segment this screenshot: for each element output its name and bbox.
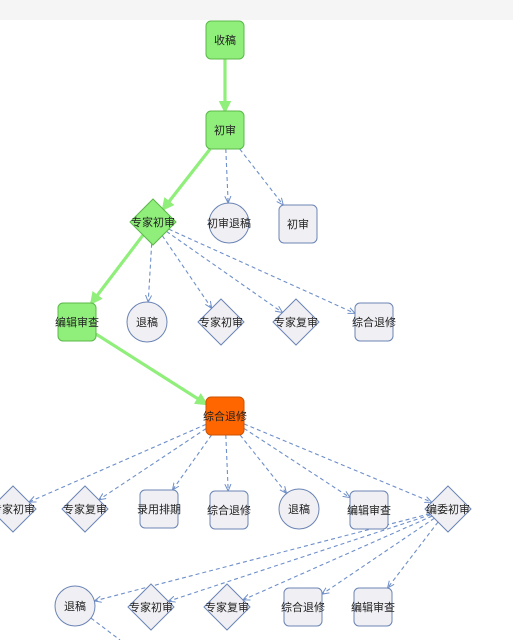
edge-n11-n12 xyxy=(29,423,207,502)
node-n21[interactable]: 专家复审 xyxy=(203,583,251,631)
diamond-shape xyxy=(61,485,109,533)
edge-n18-n22 xyxy=(322,517,435,594)
edge-n11-n18 xyxy=(243,423,432,502)
edge-n3-n8 xyxy=(161,235,211,309)
edge-n18-n21 xyxy=(243,515,433,600)
square-shape xyxy=(139,489,179,529)
node-n23[interactable]: 编辑审查 xyxy=(351,587,395,627)
node-n11[interactable]: 综合退修 xyxy=(203,396,247,436)
square-shape xyxy=(205,396,245,436)
node-n7[interactable]: 退稿 xyxy=(126,301,168,343)
node-n20[interactable]: 专家初审 xyxy=(127,583,175,631)
node-label: 收稿 xyxy=(214,33,236,47)
circle-shape xyxy=(208,202,250,244)
edge-n11-n14 xyxy=(172,434,212,490)
node-label: 综合退修 xyxy=(203,409,247,423)
diamond-shape xyxy=(203,583,251,631)
node-label: 综合退修 xyxy=(281,600,325,614)
node-label: 专家复审 xyxy=(63,502,107,516)
edge-n6-n11 xyxy=(95,332,209,406)
node-label: 编辑审查 xyxy=(351,600,395,614)
node-label: 初审退稿 xyxy=(207,216,251,230)
node-label: 初审 xyxy=(287,217,309,231)
edge-n3-n7 xyxy=(148,243,153,302)
node-n4[interactable]: 初审退稿 xyxy=(207,202,251,244)
edge-n19-offscreen xyxy=(90,617,121,640)
edge-n11-n15 xyxy=(226,434,228,491)
node-n13[interactable]: 专家复审 xyxy=(61,485,109,533)
node-n3[interactable]: 专家初审 xyxy=(129,198,177,246)
node-n19[interactable]: 退稿 xyxy=(54,585,96,627)
node-label: 退稿 xyxy=(288,502,310,516)
node-label: 专家初审 xyxy=(199,315,243,329)
node-label: 初审 xyxy=(214,123,236,137)
node-n9[interactable]: 专家复审 xyxy=(272,298,320,346)
square-shape xyxy=(354,302,394,342)
node-n22[interactable]: 综合退修 xyxy=(281,587,325,627)
node-n14[interactable]: 录用排期 xyxy=(137,489,181,529)
edge-n11-n13 xyxy=(99,428,207,500)
node-label: 专家初审 xyxy=(0,502,35,516)
diamond-shape xyxy=(129,198,177,246)
edge-n2-n4 xyxy=(226,148,228,203)
node-n2[interactable]: 初审 xyxy=(205,110,245,150)
node-label: 综合退修 xyxy=(207,503,251,517)
node-label: 编辑审查 xyxy=(55,315,99,329)
node-n1[interactable]: 收稿 xyxy=(205,20,245,60)
node-label: 录用排期 xyxy=(137,502,181,516)
diamond-shape xyxy=(0,485,37,533)
square-shape xyxy=(353,587,393,627)
node-label: 专家初审 xyxy=(129,600,173,614)
node-label: 退稿 xyxy=(64,599,86,613)
circle-shape xyxy=(278,488,320,530)
top-toolbar-strip xyxy=(0,0,513,20)
edge-n3-n9 xyxy=(166,231,283,312)
square-shape xyxy=(205,20,245,60)
node-label: 退稿 xyxy=(136,315,158,329)
edge-n2-n5 xyxy=(239,148,283,205)
node-label: 编辑审查 xyxy=(347,503,391,517)
diamond-shape xyxy=(272,298,320,346)
square-shape xyxy=(205,110,245,150)
edge-n11-n17 xyxy=(243,427,350,497)
node-n10[interactable]: 综合退修 xyxy=(352,302,396,342)
node-label: 专家初审 xyxy=(131,215,175,229)
edge-n2-n3 xyxy=(161,148,212,212)
nodes-layer: 收稿初审专家初审初审退稿初审编辑审查退稿专家初审专家复审综合退修综合退修专家初审… xyxy=(0,20,472,631)
node-n8[interactable]: 专家初审 xyxy=(197,298,245,346)
node-n5[interactable]: 初审 xyxy=(278,204,318,244)
node-n16[interactable]: 退稿 xyxy=(278,488,320,530)
node-label: 综合退修 xyxy=(352,315,396,329)
circle-shape xyxy=(126,301,168,343)
diamond-shape xyxy=(197,298,245,346)
edge-n3-n6 xyxy=(89,234,145,306)
square-shape xyxy=(209,490,249,530)
node-n6[interactable]: 编辑审查 xyxy=(55,302,99,342)
edge-n18-n23 xyxy=(388,521,439,588)
edge-n3-n10 xyxy=(168,228,355,313)
square-shape xyxy=(283,587,323,627)
node-label: 专家复审 xyxy=(205,600,249,614)
square-shape xyxy=(57,302,97,342)
square-shape xyxy=(349,490,389,530)
node-n18[interactable]: 编委初审 xyxy=(424,485,472,533)
node-n15[interactable]: 综合退修 xyxy=(207,490,251,530)
node-n17[interactable]: 编辑审查 xyxy=(347,490,391,530)
node-n12[interactable]: 专家初审 xyxy=(0,485,37,533)
circle-shape xyxy=(54,585,96,627)
node-label: 专家复审 xyxy=(274,315,318,329)
node-label: 编委初审 xyxy=(426,502,470,516)
diamond-shape xyxy=(127,583,175,631)
square-shape xyxy=(278,204,318,244)
diamond-shape xyxy=(424,485,472,533)
edges-layer xyxy=(29,59,439,640)
edge-n11-n16 xyxy=(239,434,286,493)
